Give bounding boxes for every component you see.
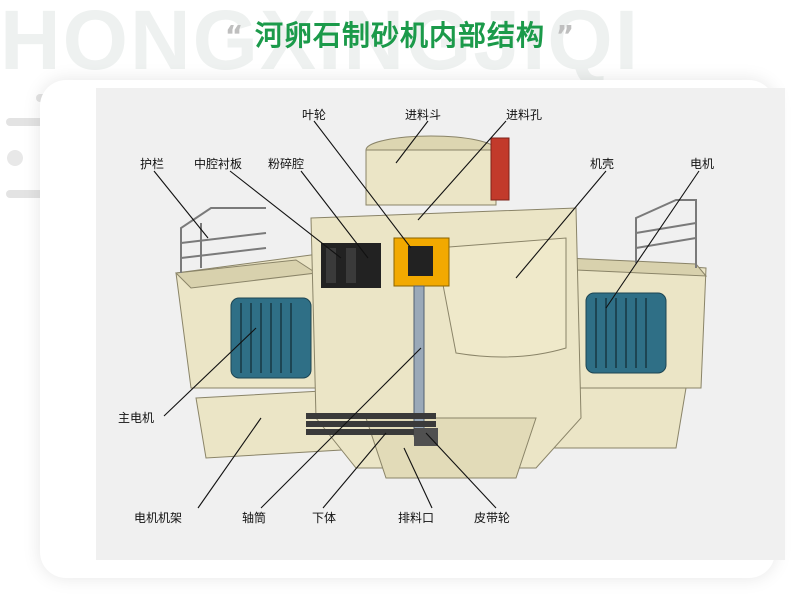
quote-close-icon: ” (555, 19, 576, 52)
label-feed-hole: 进料孔 (506, 108, 543, 122)
label-pulley: 皮带轮 (474, 511, 511, 525)
label-housing: 机壳 (590, 157, 615, 171)
background-watermark: HONGXINGJIQI (0, 0, 641, 80)
right-frame (535, 199, 708, 449)
left-guardrail-shape (180, 207, 267, 273)
hopper-red-band (490, 137, 510, 201)
label-cavity-liner: 中腔衬板 (194, 157, 243, 171)
label-main-motor: 主电机 (118, 411, 155, 425)
label-lower-body: 下体 (312, 511, 337, 525)
pulley-shape (306, 413, 436, 435)
quote-open-icon: “ (224, 19, 245, 52)
label-shaft-tube: 轴筒 (242, 511, 267, 525)
label-impeller: 叶轮 (302, 108, 327, 122)
label-motor: 电机 (690, 157, 715, 171)
label-guardrail: 护栏 (140, 157, 165, 171)
label-crushing-chamber: 粉碎腔 (268, 157, 305, 171)
main-body (306, 135, 582, 479)
label-feed-hopper: 进料斗 (405, 108, 442, 122)
label-discharge-port: 排料口 (398, 511, 435, 525)
label-motor-frame: 电机机架 (134, 511, 183, 525)
leader-lines (153, 120, 700, 509)
right-guardrail-shape (635, 199, 697, 268)
title-text: 河卵石制砂机内部结构 (254, 19, 545, 52)
sand-making-machine-diagram (153, 120, 708, 509)
page-title: “ 河卵石制砂机内部结构 ” (0, 14, 800, 54)
